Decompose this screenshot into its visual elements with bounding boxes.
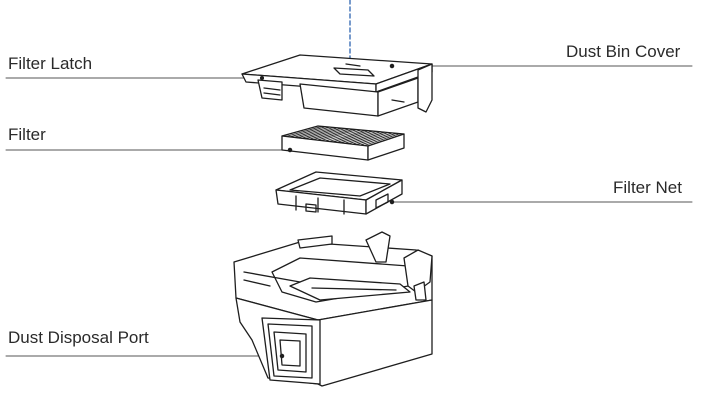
filter-pleat bbox=[305, 127, 342, 140]
filter-pleat bbox=[340, 131, 378, 144]
filter-pleat bbox=[293, 126, 331, 138]
filter-pleat bbox=[285, 125, 323, 137]
filter-pleat bbox=[344, 131, 381, 144]
filter-pleat bbox=[332, 130, 370, 143]
label-dust-bin-cover: Dust Bin Cover bbox=[566, 42, 681, 61]
filter bbox=[281, 125, 405, 161]
filter-pleat bbox=[320, 129, 358, 141]
label-filter-net: Filter Net bbox=[613, 178, 682, 197]
filter-pleat bbox=[363, 133, 401, 146]
filter-pleat bbox=[308, 128, 346, 140]
filter-pleat bbox=[297, 127, 335, 139]
label-filter: Filter bbox=[8, 125, 46, 144]
filter-pleat bbox=[328, 129, 366, 142]
filter-pleat bbox=[301, 127, 338, 139]
label-dust-disposal-port: Dust Disposal Port bbox=[8, 328, 149, 347]
filter-net bbox=[275, 171, 403, 215]
filter-pleat bbox=[324, 129, 362, 142]
dust-bin-body bbox=[233, 231, 433, 387]
filter-pleat bbox=[289, 126, 327, 138]
filter-pleat bbox=[348, 131, 385, 145]
filter-pleat bbox=[355, 132, 393, 146]
label-filter-latch: Filter Latch bbox=[8, 54, 93, 73]
filter-pleat bbox=[351, 132, 389, 145]
filter-pleat bbox=[316, 128, 354, 141]
filter-pleat bbox=[359, 132, 397, 146]
filter-pleat bbox=[312, 128, 350, 141]
filter-pleat bbox=[336, 130, 374, 143]
leader-lines bbox=[5, 65, 693, 357]
dust-bin-cover bbox=[241, 54, 433, 117]
